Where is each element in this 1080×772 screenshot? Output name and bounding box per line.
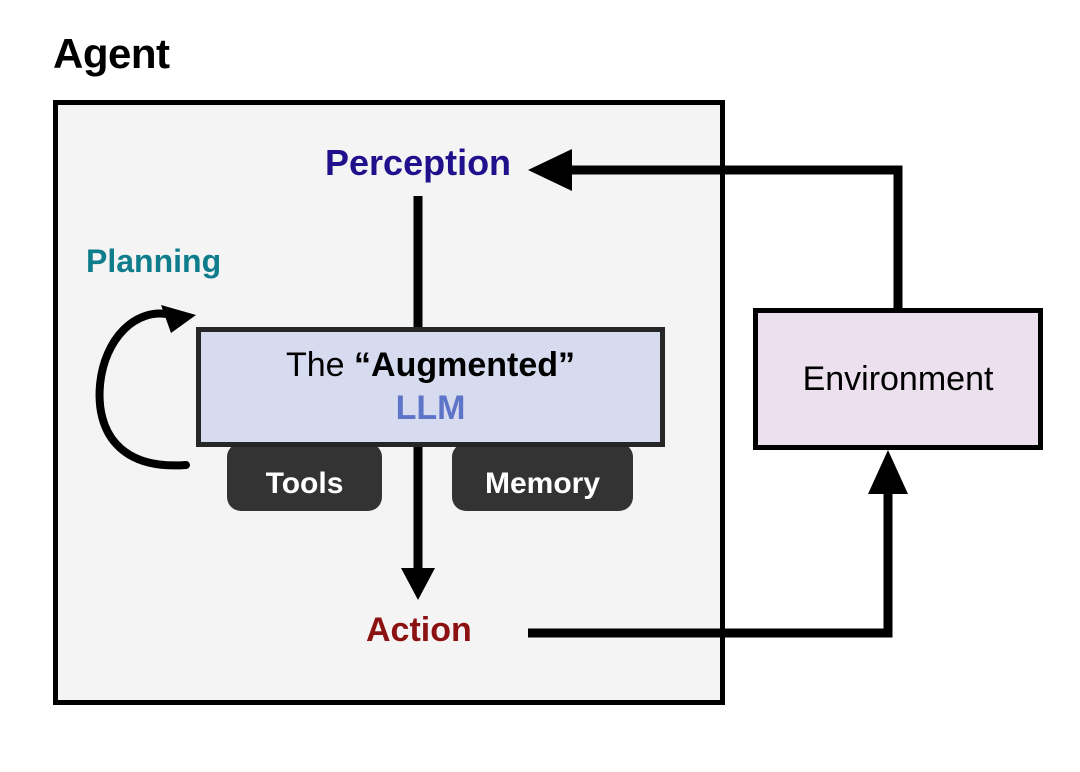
node-augmented-llm-box: The “Augmented” LLM	[196, 327, 665, 447]
node-tools-badge: Tools	[227, 443, 382, 511]
node-environment-box: Environment	[753, 308, 1043, 450]
node-planning-label: Planning	[86, 243, 222, 279]
llm-title-emphasis: “Augmented”	[354, 345, 576, 384]
environment-label: Environment	[802, 359, 994, 398]
llm-title-line: The “Augmented”	[285, 345, 576, 384]
memory-badge-label: Memory	[484, 467, 601, 500]
llm-subtitle: LLM	[395, 389, 466, 427]
node-memory-badge: Memory	[452, 443, 633, 511]
tools-badge-label: Tools	[265, 467, 344, 500]
node-action-label: Action	[366, 611, 472, 649]
node-perception-label: Perception	[325, 142, 512, 183]
agent-title: Agent	[53, 30, 170, 77]
llm-title-prefix: The	[285, 345, 355, 384]
